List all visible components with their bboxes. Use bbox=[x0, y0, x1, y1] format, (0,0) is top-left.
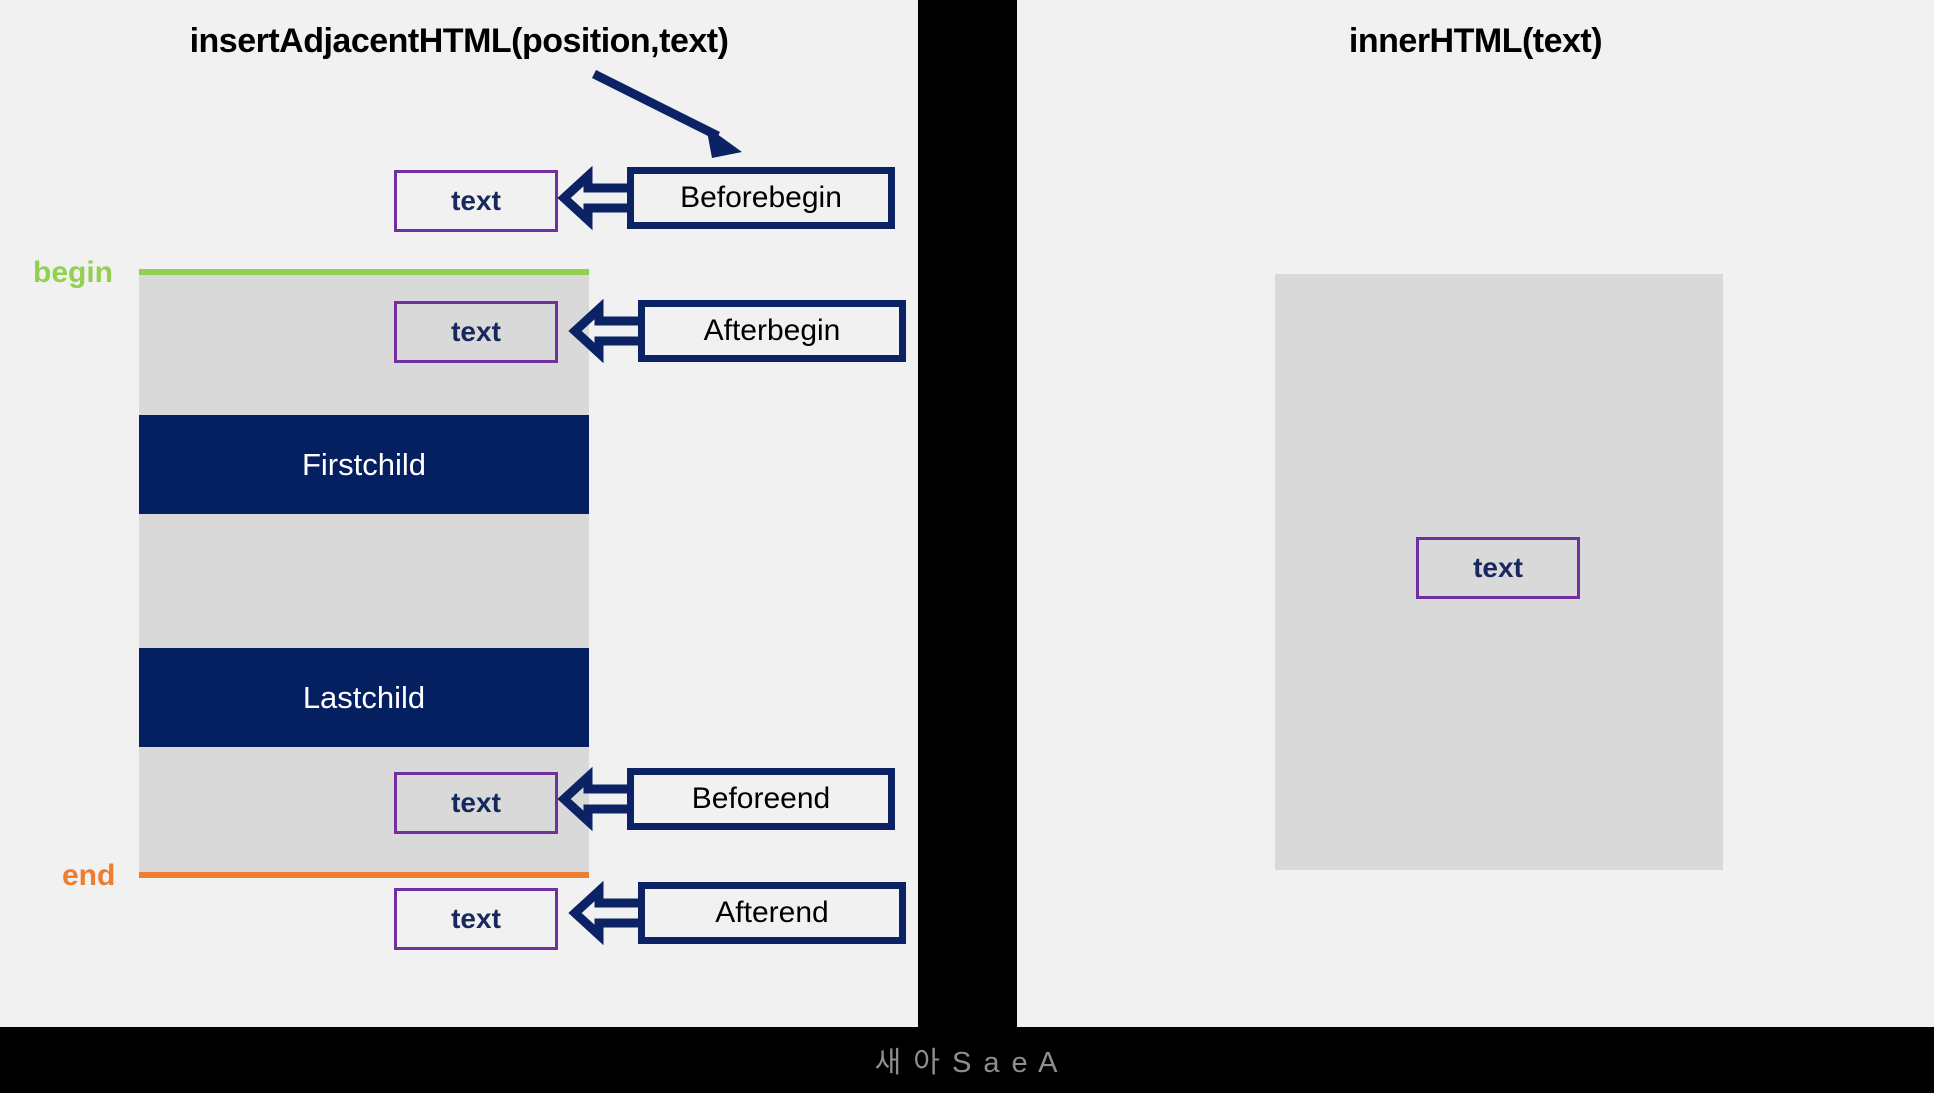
left-block-arrow-afterbegin bbox=[568, 298, 648, 364]
firstchild-block: Firstchild bbox=[139, 415, 589, 514]
page-title-inner-html: innerHTML(text) bbox=[1348, 22, 1603, 60]
left-block-arrow-afterend bbox=[568, 880, 648, 946]
left-block-arrow-beforebegin bbox=[557, 165, 637, 231]
page-title-insert-adjacent-html: insertAdjacentHTML(position,text) bbox=[189, 22, 729, 60]
end-edge-line bbox=[139, 872, 589, 878]
watermark-text: 새 아 S a e A bbox=[0, 1027, 1934, 1093]
text-chip-beforeend: text bbox=[394, 772, 558, 834]
diagonal-pointer-arrow bbox=[591, 70, 742, 158]
left-block-arrow-beforeend bbox=[557, 766, 637, 832]
callout-beforebegin: Beforebegin bbox=[627, 167, 895, 229]
callout-afterend: Afterend bbox=[638, 882, 906, 944]
begin-edge-line bbox=[139, 269, 589, 275]
insert-adjacent-html-panel: insertAdjacentHTML(position,text) begin … bbox=[0, 0, 918, 1027]
text-chip-afterbegin: text bbox=[394, 301, 558, 363]
text-chip-innerhtml: text bbox=[1416, 537, 1580, 599]
lastchild-block: Lastchild bbox=[139, 648, 589, 747]
callout-afterbegin: Afterbegin bbox=[638, 300, 906, 362]
callout-beforeend: Beforeend bbox=[627, 768, 895, 830]
text-chip-beforebegin: text bbox=[394, 170, 558, 232]
text-chip-afterend: text bbox=[394, 888, 558, 950]
begin-edge-label: begin bbox=[33, 256, 113, 289]
end-edge-label: end bbox=[62, 859, 116, 892]
